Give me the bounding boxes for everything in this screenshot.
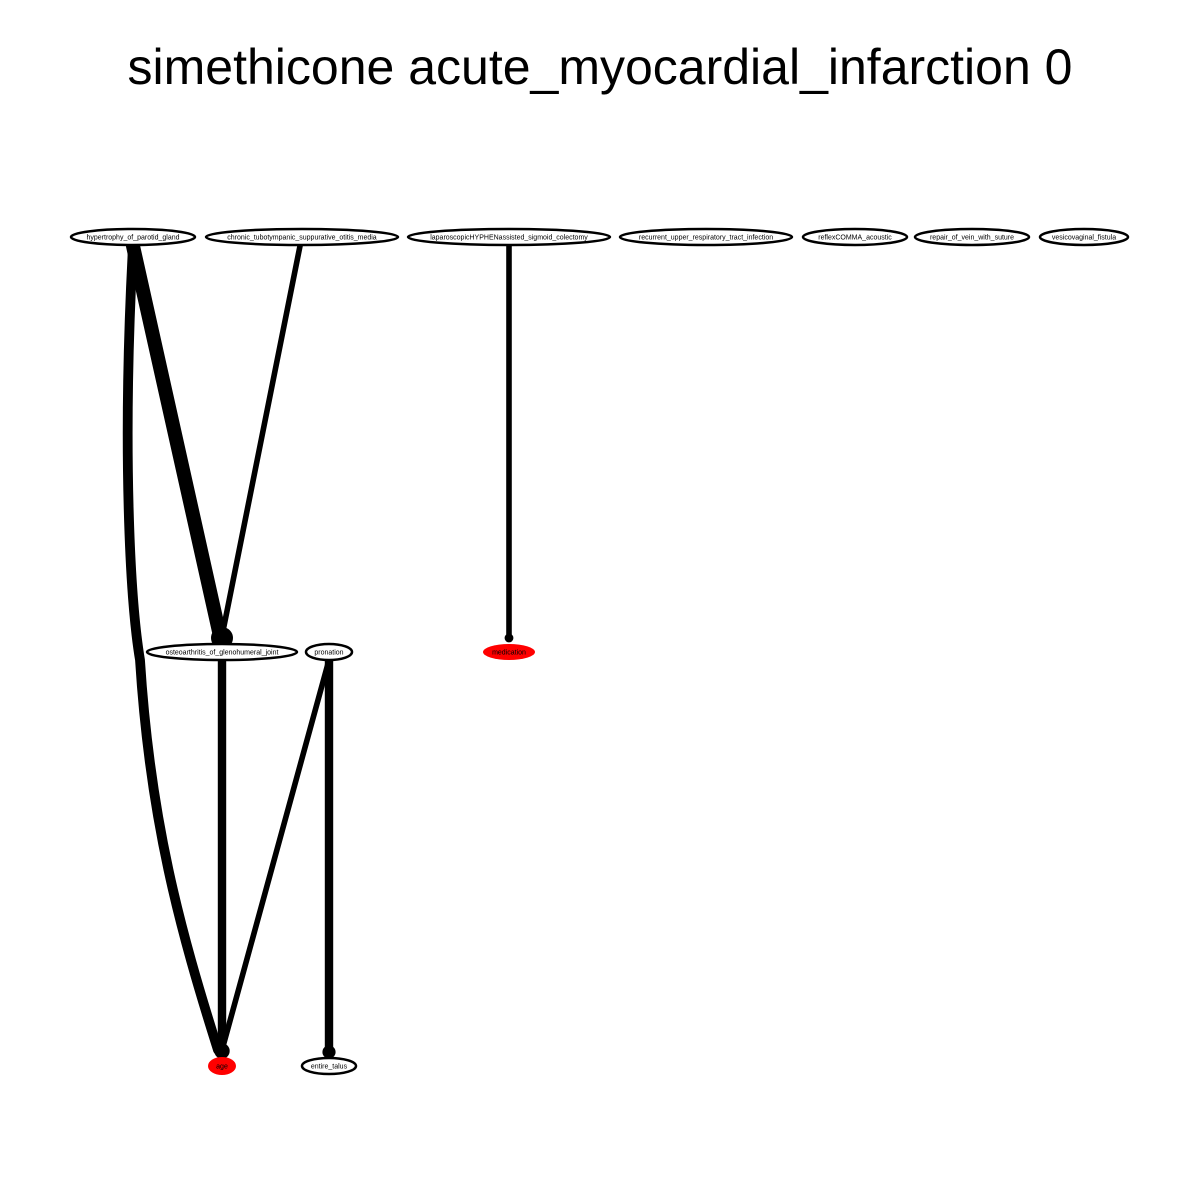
node-entire_talus[interactable]: entire_talus: [300, 1056, 358, 1076]
node-label-pronation: pronation: [314, 650, 343, 657]
node-label-chronic: chronic_tubotympanic_suppurative_otitis_…: [227, 235, 377, 242]
node-hypertrophy[interactable]: hypertrophy_of_parotid_gland: [69, 227, 197, 247]
edge-arrowhead-chronic-osteoarthritis: [217, 633, 227, 643]
node-label-repair: repair_of_vein_with_suture: [930, 235, 1014, 242]
node-chronic[interactable]: chronic_tubotympanic_suppurative_otitis_…: [204, 227, 400, 247]
node-laparoscopic[interactable]: laparoscopicHYPHENassisted_sigmoid_colec…: [406, 227, 612, 247]
graph-title: simethicone acute_myocardial_infarction …: [127, 39, 1073, 95]
node-osteoarthritis[interactable]: osteoarthritis_of_glenohumeral_joint: [145, 642, 299, 662]
edge-arrowhead-pronation-entire_talus: [322, 1045, 336, 1059]
node-ellipse-medication: [483, 644, 535, 660]
node-label-entire_talus: entire_talus: [311, 1064, 348, 1071]
edge-arrowhead-pronation-age: [217, 1046, 227, 1056]
node-reflex[interactable]: reflexCOMMA_acoustic: [801, 227, 909, 247]
node-ellipse-osteoarthritis: [145, 642, 299, 662]
node-label-vesicovaginal: vesicovaginal_fistula: [1052, 235, 1116, 242]
node-ellipse-repair: [913, 227, 1031, 247]
node-ellipse-recurrent: [618, 227, 794, 247]
node-label-laparoscopic: laparoscopicHYPHENassisted_sigmoid_colec…: [430, 235, 588, 242]
node-label-reflex: reflexCOMMA_acoustic: [818, 235, 892, 242]
edge-hypertrophy-age: [122, 241, 223, 1055]
edge-pronation-age: [219, 657, 332, 1053]
node-label-osteoarthritis: osteoarthritis_of_glenohumeral_joint: [166, 650, 279, 657]
node-ellipse-pronation: [304, 642, 354, 662]
edge-arrowhead-laparoscopic-medication: [504, 633, 514, 643]
node-label-hypertrophy: hypertrophy_of_parotid_gland: [86, 235, 179, 242]
node-repair[interactable]: repair_of_vein_with_suture: [913, 227, 1031, 247]
node-layer: hypertrophy_of_parotid_gland chronic_tubo…: [69, 227, 1130, 1076]
node-pronation[interactable]: pronation: [304, 642, 354, 662]
node-ellipse-reflex: [801, 227, 909, 247]
node-medication[interactable]: medication: [483, 644, 535, 660]
node-vesicovaginal[interactable]: vesicovaginal_fistula: [1038, 227, 1130, 247]
node-ellipse-laparoscopic: [406, 227, 612, 247]
node-recurrent[interactable]: recurrent_upper_respiratory_tract_infect…: [618, 227, 794, 247]
node-age[interactable]: age: [208, 1057, 236, 1075]
node-ellipse-age: [208, 1057, 236, 1075]
edge-chronic-osteoarthritis: [219, 243, 303, 639]
node-ellipse-entire_talus: [300, 1056, 358, 1076]
node-ellipse-chronic: [204, 227, 400, 247]
node-ellipse-vesicovaginal: [1038, 227, 1130, 247]
node-label-recurrent: recurrent_upper_respiratory_tract_infect…: [639, 235, 773, 242]
edge-hypertrophy-osteoarthritis: [126, 239, 227, 643]
node-ellipse-hypertrophy: [69, 227, 197, 247]
node-label-medication: medication: [492, 650, 526, 657]
node-label-age: age: [216, 1064, 228, 1071]
